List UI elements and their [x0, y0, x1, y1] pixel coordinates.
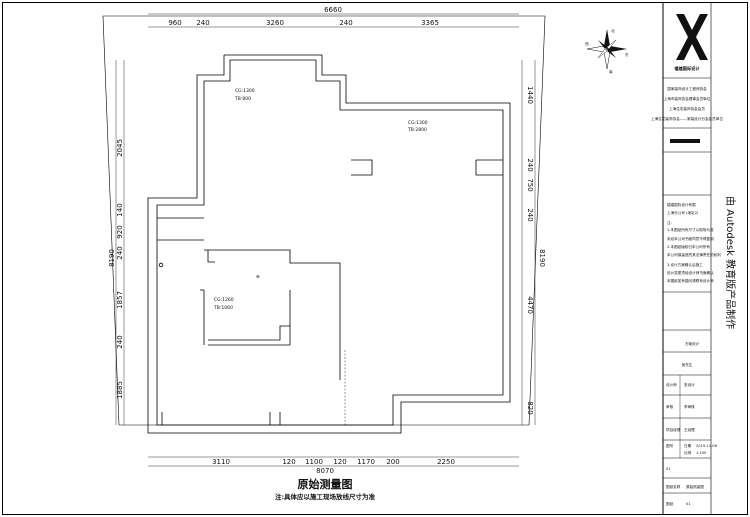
note-line: 设计变更须经设计师书面确认 — [667, 270, 714, 275]
dim-bottom-seg: 1170 — [357, 458, 375, 466]
dim-left-seg: 240 — [116, 335, 124, 348]
compass-w: 西 — [585, 41, 589, 46]
project-line: 国家装饰设计工程师协会 — [667, 86, 707, 91]
dim-right-seg: 240 — [526, 158, 534, 171]
dim-right-total: 8190 — [538, 249, 546, 267]
tb-bottom-label: 图纸 — [666, 501, 674, 506]
dim-left-seg: 240 — [116, 246, 124, 259]
company-logo-icon — [676, 14, 708, 60]
top-dimensions: 6660 960 240 3260 240 3365 — [148, 6, 519, 28]
tb-value: 张设计 — [684, 382, 695, 387]
drawing-note: 注:具体应以施工现场放线尺寸为准 — [275, 492, 376, 501]
company-branch-address: 上海分公司 (地址2) — [667, 210, 699, 215]
dim-bottom-seg: 120 — [282, 458, 295, 466]
note-line: 3.设计方案确认后施工 — [667, 262, 703, 267]
dim-top-total: 6660 — [324, 6, 342, 14]
walls — [147, 54, 511, 434]
tb-row2: 吴先生 — [682, 362, 693, 367]
tb-row1: 方案设计 — [685, 341, 700, 346]
tb-value: 李审核 — [684, 404, 695, 409]
compass-icon: 北 南 东 西 — [585, 28, 629, 74]
company-branch: 禧煌国际设计有限 — [667, 202, 696, 207]
right-dimensions: 1440 240 750 240 4470 820 8190 — [521, 60, 546, 425]
drawing-title: 原始测量图 — [298, 477, 353, 491]
dim-right-seg: 820 — [526, 401, 534, 414]
room-tb: TB:800 — [234, 96, 251, 102]
compass-n: 北 — [611, 28, 615, 33]
dim-right-seg: 240 — [526, 208, 534, 221]
bottom-dimensions: 3110 120 1100 120 1170 200 2250 8070 — [148, 456, 519, 475]
note-line: 本图纸如有疑问请联系设计师 — [667, 278, 714, 283]
dim-top-seg: 3365 — [421, 19, 439, 27]
dim-left-seg: 140 — [116, 203, 124, 216]
room-tb: TB:1060 — [213, 305, 233, 311]
title-block: 禧煌国际设计 国家装饰设计工程师协会 上海市装饰协会理事会员单位 上海住宅装饰协… — [651, 14, 723, 506]
project-line: 上海住宅装饰协会——家装设计分会会员单位 — [651, 116, 723, 121]
tb-scale-label: 比例 — [684, 450, 692, 455]
room-cg: CG:1260 — [214, 297, 234, 303]
tb-label: 项目经理 — [666, 427, 681, 432]
dim-bottom-seg: 1100 — [305, 458, 323, 466]
tb-value: 01 — [666, 467, 671, 471]
dim-left-seg: 920 — [116, 225, 124, 238]
dim-top-seg: 240 — [339, 19, 352, 27]
note-line: 注: — [667, 220, 672, 225]
dim-right-seg: 1440 — [526, 86, 534, 104]
dim-left-seg: 2045 — [116, 139, 124, 157]
company-name: 禧煌国际设计 — [674, 65, 700, 72]
dim-left-seg: 1857 — [116, 291, 124, 309]
tb-date: 2019-11-08 — [696, 444, 718, 448]
dim-bottom-total: 8070 — [316, 467, 334, 475]
note-line: 未经本公司书面同意不得复制 — [667, 236, 714, 241]
tb-label: 审核 — [666, 404, 674, 409]
tb-label: 设计师 — [666, 382, 677, 387]
room-cg: CG:1300 — [235, 88, 255, 94]
tb-scale: 1:100 — [696, 451, 707, 455]
dim-top-seg: 240 — [196, 19, 209, 27]
dim-bottom-seg: 120 — [333, 458, 346, 466]
room-cg: CG:1300 — [408, 120, 428, 126]
left-dimensions: 8190 2045 140 920 240 1857 240 1885 — [108, 60, 125, 425]
tb-bottom-value: 原始测量图 — [686, 484, 704, 489]
dim-left-seg: 1885 — [116, 381, 124, 399]
tb-label: 图号 — [666, 443, 674, 448]
tb-bottom-value: 01 — [686, 502, 691, 506]
dim-right-seg: 4470 — [526, 296, 534, 314]
note-line: 1.本图纸所有尺寸以现场为准 — [667, 227, 714, 232]
ceiling-light-icon: ⊕ — [256, 275, 260, 280]
project-line: 上海住宅装饰协会会员 — [669, 106, 705, 111]
room-labels: CG:1300 TB:800 CG:1300 TB:2800 CG:1260 T… — [213, 88, 428, 311]
compass-s: 南 — [609, 69, 613, 74]
autodesk-watermark: 由 Autodesk 教育版产品制作 — [724, 196, 737, 329]
dim-bottom-seg: 200 — [386, 458, 399, 466]
note-line: 本公司保留追究其法律责任的权利 — [667, 252, 721, 257]
dim-left-total: 8190 — [108, 249, 116, 267]
dim-bottom-seg: 2250 — [437, 458, 455, 466]
project-line: 上海市装饰协会理事会员单位 — [664, 96, 711, 101]
outer-boundary — [102, 15, 546, 426]
tb-bottom-label: 图纸名称 — [666, 484, 681, 489]
tb-value: 王经理 — [684, 427, 695, 432]
note-line: 2.本图纸版权归本公司所有 — [667, 244, 710, 249]
room-tb: TB:2800 — [407, 127, 427, 133]
dim-top-seg: 960 — [168, 19, 181, 27]
dim-bottom-seg: 3110 — [212, 458, 230, 466]
dim-right-seg: 750 — [526, 178, 534, 191]
dim-top-seg: 3260 — [266, 19, 284, 27]
compass-e: 东 — [625, 52, 629, 57]
tb-date-label: 日期 — [684, 443, 692, 448]
